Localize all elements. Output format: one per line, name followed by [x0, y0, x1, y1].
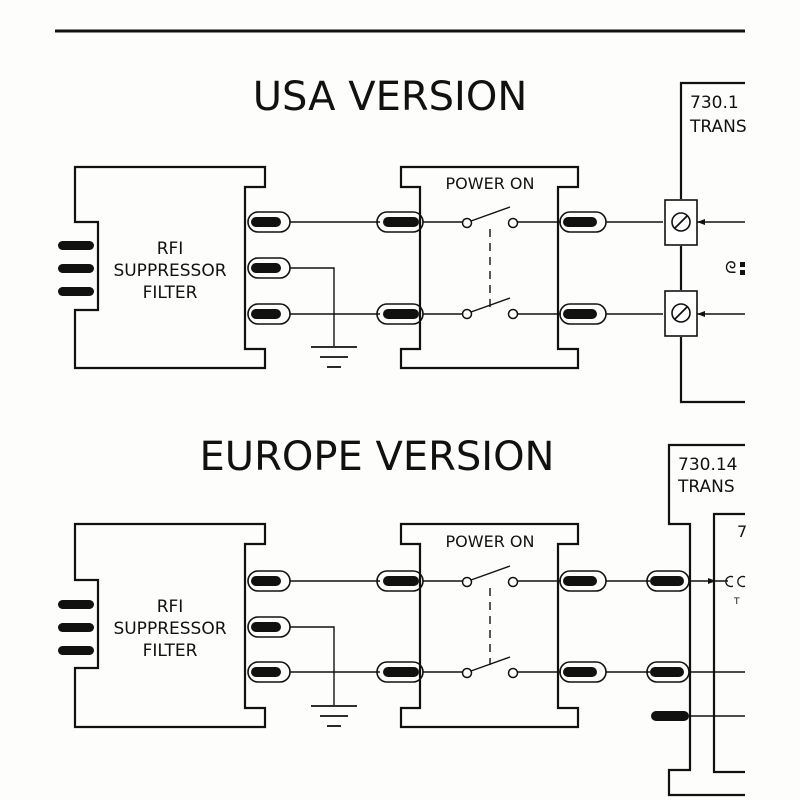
europe-title: EUROPE VERSION	[200, 434, 555, 480]
usa-rfi-filter-block	[73, 165, 267, 370]
usa-filter-connector	[247, 211, 291, 233]
usa-input-pin	[58, 241, 94, 250]
usa-switch-label: POWER ON	[446, 174, 535, 193]
europe-terminal-mark: T	[733, 597, 740, 607]
usa-screw-terminal	[664, 290, 698, 337]
europe-module-pin	[651, 711, 689, 721]
usa-switch-contact-top	[423, 206, 561, 229]
europe-power-switch-block	[399, 522, 580, 729]
europe-input-pin	[58, 600, 94, 609]
europe-switch-out-connector	[559, 661, 607, 683]
usa-power-switch-block	[399, 165, 580, 370]
europe-inner-mark: 7	[737, 522, 747, 541]
europe-switch-label: POWER ON	[446, 532, 535, 551]
usa-filter-label-line2: SUPPRESSOR	[113, 261, 226, 281]
europe-switch-contact-top	[423, 565, 561, 588]
europe-filter-connector	[247, 661, 291, 683]
europe-switch-connector	[376, 570, 424, 592]
usa-section: USA VERSION RFI SUPPRESSOR FILTER	[58, 74, 747, 404]
europe-filter-connector	[247, 616, 291, 638]
europe-terminal-arc	[737, 575, 746, 588]
usa-arrowhead	[697, 311, 705, 317]
usa-transformer-module-outline	[679, 337, 745, 404]
europe-filter-connector	[247, 570, 291, 592]
europe-filter-label-line3: FILTER	[143, 641, 198, 661]
usa-switch-out-connector	[559, 303, 607, 325]
usa-filter-label-line3: FILTER	[143, 283, 198, 303]
usa-title: USA VERSION	[253, 74, 528, 120]
europe-module-number: 730.14	[678, 455, 737, 475]
usa-side-dot	[740, 270, 745, 275]
usa-module-number: 730.1	[690, 93, 739, 113]
europe-wire-ground	[290, 626, 335, 705]
usa-ground-symbol	[311, 346, 357, 368]
usa-switch-connector	[376, 303, 424, 325]
europe-inner-module-outline	[712, 512, 745, 774]
usa-filter-connector	[247, 257, 291, 279]
europe-switch-out-connector	[559, 570, 607, 592]
europe-arrowhead	[708, 578, 716, 584]
usa-filter-label-line1: RFI	[157, 239, 184, 259]
europe-switch-contact-bottom	[423, 656, 561, 679]
europe-transformer-module-outline	[667, 443, 745, 797]
europe-filter-label-line1: RFI	[157, 597, 184, 617]
usa-wire-ground	[290, 267, 335, 346]
usa-transformer-module-outline	[679, 81, 745, 199]
usa-arrowhead	[697, 219, 705, 225]
usa-switch-contact-bottom	[423, 297, 561, 320]
usa-filter-connector	[247, 303, 291, 325]
usa-side-dot	[740, 262, 745, 267]
europe-ground-symbol	[311, 705, 357, 727]
europe-terminal-arc	[725, 575, 734, 588]
europe-module-connector	[646, 570, 690, 592]
europe-module-type: TRANS	[677, 477, 735, 497]
europe-rfi-filter-block	[73, 522, 267, 729]
usa-input-pin	[58, 287, 94, 296]
usa-side-mark: ᘓ	[725, 258, 736, 277]
usa-switch-out-connector	[559, 211, 607, 233]
usa-screw-terminal	[664, 199, 698, 246]
europe-input-pin	[58, 623, 94, 632]
europe-input-pin	[58, 646, 94, 655]
europe-filter-label-line2: SUPPRESSOR	[113, 619, 226, 639]
europe-section: EUROPE VERSION RFI SUPPRESSOR FILTER	[58, 434, 747, 797]
europe-module-connector	[646, 661, 690, 683]
usa-input-pin	[58, 264, 94, 273]
usa-module-type: TRANS	[689, 117, 747, 137]
usa-switch-connector	[376, 211, 424, 233]
europe-switch-connector	[376, 661, 424, 683]
